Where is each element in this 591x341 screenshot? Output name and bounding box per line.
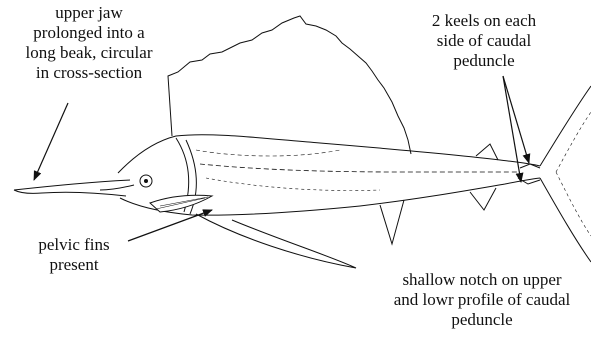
anal-fin-1 [380, 200, 404, 244]
anal-fin-2 [470, 188, 496, 210]
label-line: peduncle [371, 310, 591, 330]
dorsal-sail [168, 16, 411, 154]
label-shallow-notch: shallow notch on upper and lowr profile … [371, 270, 591, 330]
label-line: and lowr profile of caudal [371, 290, 591, 310]
mouth-line [100, 185, 134, 190]
label-line: 2 keels on each [398, 11, 570, 31]
label-pelvic-fins: pelvic fins present [4, 235, 144, 275]
label-line: upper jaw [0, 3, 178, 23]
pelvic-fins [196, 214, 356, 268]
caudal-keel-upper [520, 164, 540, 168]
label-upper-jaw: upper jaw prolonged into a long beak, ci… [0, 3, 178, 83]
label-line: prolonged into a [0, 23, 178, 43]
caudal-fin [540, 86, 591, 262]
label-line: shallow notch on upper [371, 270, 591, 290]
label-line: long beak, circular [0, 43, 178, 63]
label-line: side of caudal [398, 31, 570, 51]
label-keels: 2 keels on each side of caudal peduncle [398, 11, 570, 71]
body-upper-outline [118, 135, 540, 173]
label-line: peduncle [398, 51, 570, 71]
label-line: pelvic fins [4, 235, 144, 255]
label-line: in cross-section [0, 63, 178, 83]
lateral-line [200, 164, 520, 172]
beak [14, 180, 130, 196]
arrow-upper-jaw [34, 103, 68, 180]
label-line: present [4, 255, 144, 275]
